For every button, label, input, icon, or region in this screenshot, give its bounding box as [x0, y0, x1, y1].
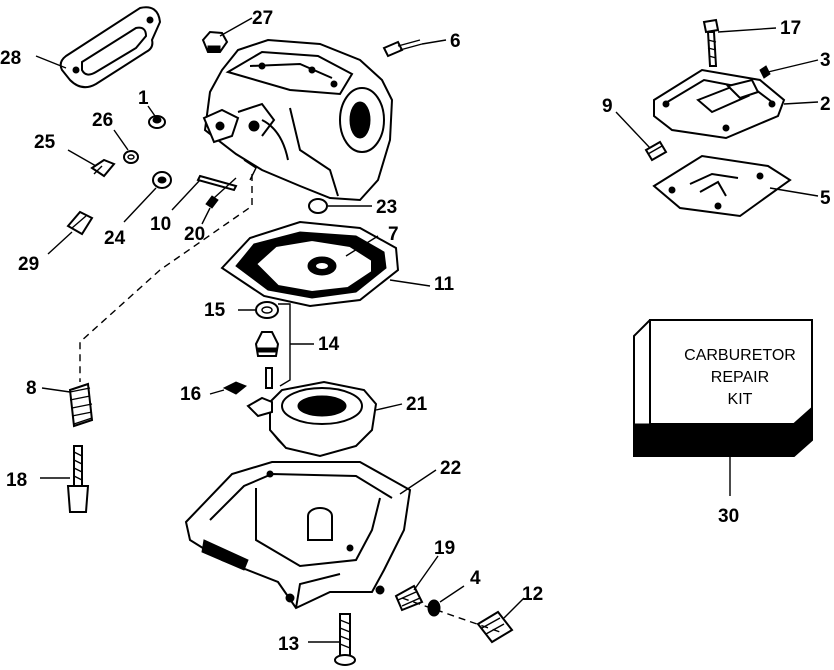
- part-25-screw: [90, 158, 116, 178]
- part-13-screw: [334, 613, 356, 666]
- part-27-nut: [201, 30, 229, 53]
- kit-box-line2: REPAIR: [711, 369, 769, 386]
- label-5: 5: [820, 188, 831, 209]
- label-7: 7: [388, 224, 399, 245]
- label-19: 19: [434, 538, 455, 559]
- label-6: 6: [450, 31, 461, 52]
- part-23-o-ring: [308, 198, 328, 214]
- label-12: 12: [522, 584, 543, 605]
- label-18: 18: [6, 470, 27, 491]
- part-5-diaphragm: [652, 154, 792, 218]
- label-10: 10: [150, 214, 171, 235]
- part-26-washer: [123, 150, 139, 164]
- label-23: 23: [376, 197, 397, 218]
- part-1-spring: [148, 115, 166, 129]
- part-20-screw: [205, 177, 237, 209]
- part-29-jet: [66, 210, 94, 236]
- label-27: 27: [252, 8, 273, 29]
- assembly-line-2: [401, 597, 501, 633]
- part-8-spring: [68, 382, 94, 428]
- label-13: 13: [278, 634, 299, 655]
- label-8: 8: [26, 378, 37, 399]
- part-24-washer: [152, 171, 172, 189]
- part-number-labels: 28 27 6 1 26 25 24 10 20 29 23 7 11 15 1…: [0, 8, 831, 655]
- part-6-screw: [382, 39, 423, 58]
- label-3: 3: [820, 50, 831, 71]
- label-20: 20: [184, 224, 205, 245]
- part-18-mixture-screw: [66, 445, 90, 513]
- label-9: 9: [602, 96, 613, 117]
- leader-lines: [35, 17, 819, 643]
- part-3-valve: [759, 65, 771, 79]
- label-2: 2: [820, 94, 831, 115]
- part-4-washer: [427, 599, 441, 617]
- label-30: 30: [718, 506, 739, 527]
- label-1: 1: [138, 88, 149, 109]
- label-25: 25: [34, 132, 56, 153]
- label-14: 14: [318, 334, 340, 355]
- part-17-screw: [702, 18, 720, 67]
- part-21-float: [246, 380, 378, 458]
- assembly-line: [79, 174, 253, 382]
- label-26: 26: [92, 110, 113, 131]
- part-2-cover: [653, 68, 786, 140]
- part-carburetor-body: [202, 38, 394, 202]
- label-4: 4: [470, 568, 481, 589]
- label-24: 24: [104, 228, 126, 249]
- kit-box-line1: CARBURETOR: [684, 347, 796, 364]
- part-15-clip: [255, 301, 279, 319]
- label-11: 11: [434, 274, 455, 295]
- part-12-screw: [476, 610, 514, 644]
- label-21: 21: [406, 394, 428, 415]
- part-16-pin: [222, 381, 247, 395]
- part-30-repair-kit-box: CARBURETOR REPAIR KIT: [633, 319, 813, 457]
- part-19-spring: [394, 584, 424, 612]
- part-28-gasket: [59, 6, 162, 89]
- part-7-diaphragm: [254, 238, 373, 294]
- label-16: 16: [180, 384, 201, 405]
- part-9-spring: [644, 140, 668, 162]
- part-22-float-bowl: [184, 461, 412, 610]
- part-14-needle-seat: [254, 303, 291, 389]
- label-29: 29: [18, 254, 39, 275]
- label-22: 22: [440, 458, 461, 479]
- label-15: 15: [204, 300, 226, 321]
- kit-box-line3: KIT: [728, 391, 753, 408]
- label-17: 17: [780, 18, 801, 39]
- label-28: 28: [0, 48, 21, 69]
